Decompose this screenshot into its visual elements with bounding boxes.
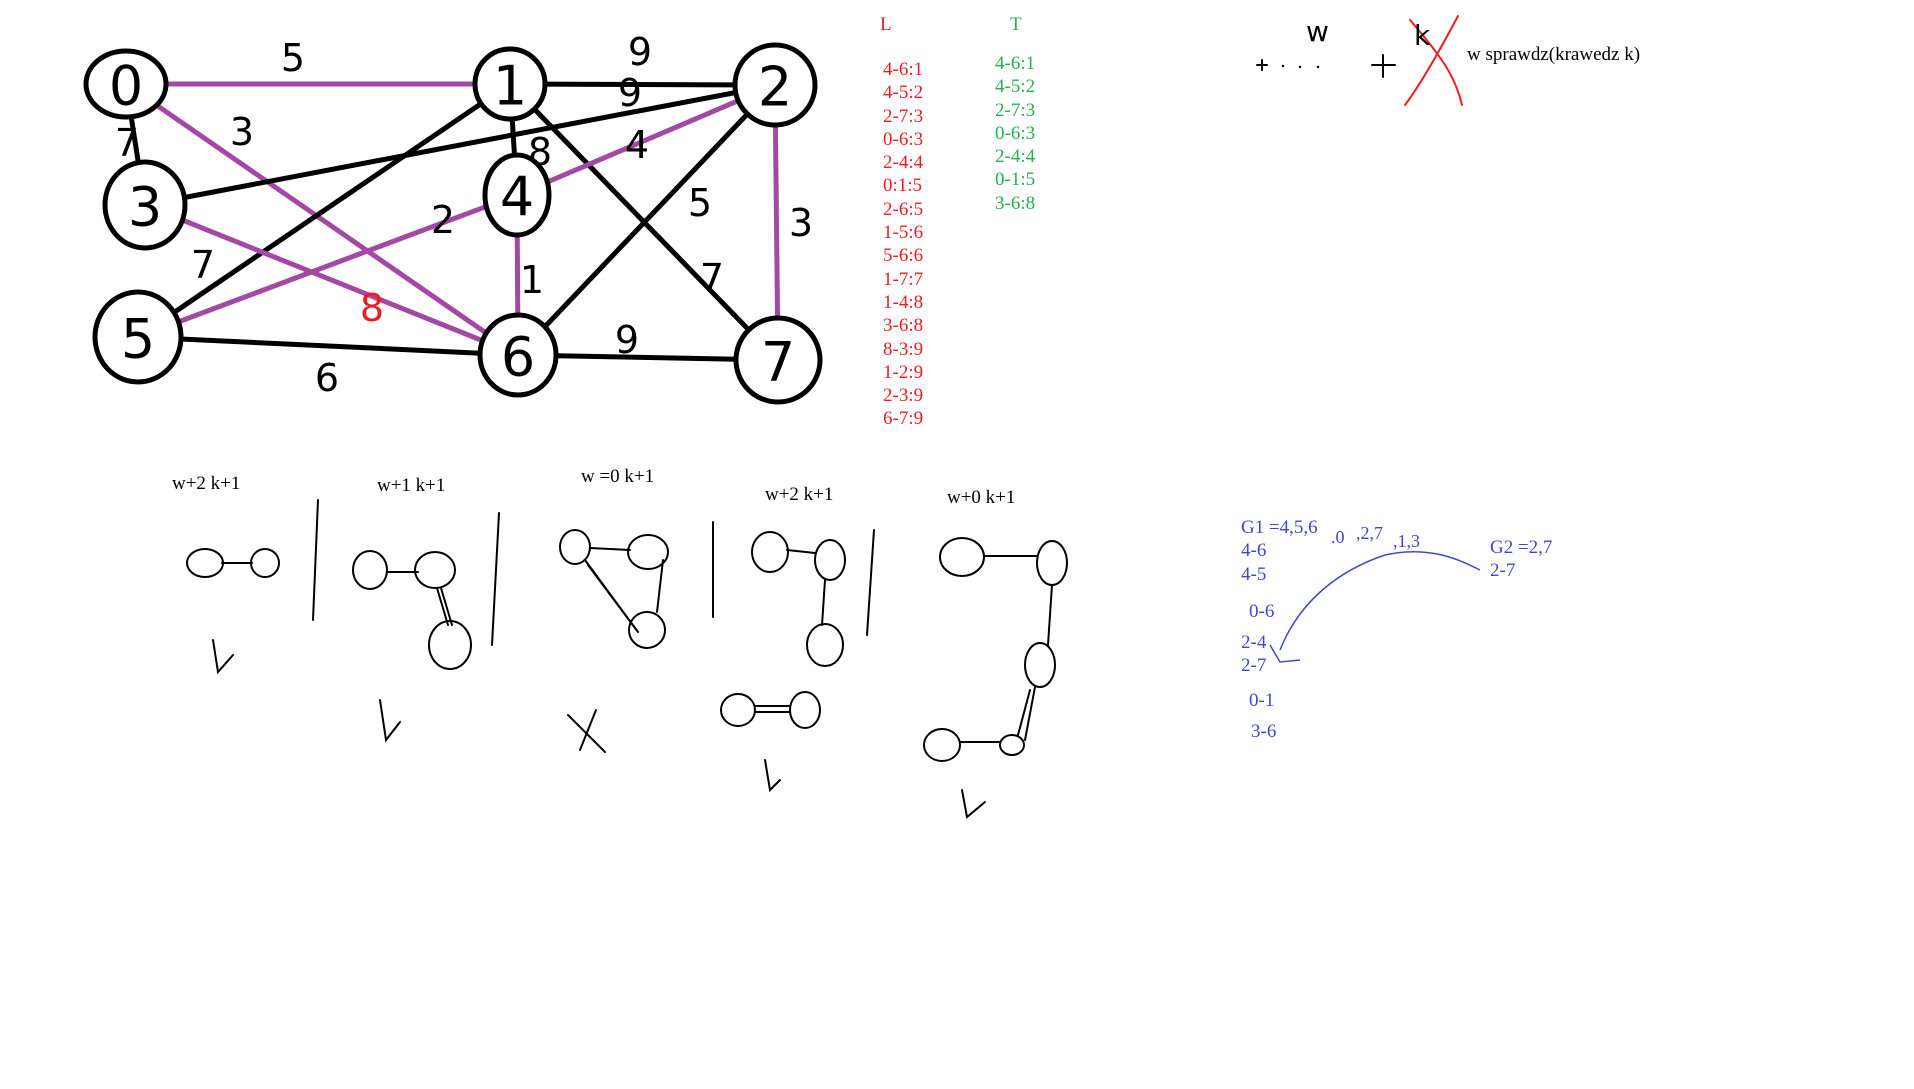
list-l-header: L: [880, 14, 892, 35]
list-t-item: 3-6:8: [995, 192, 1036, 214]
list-l-item: 5-6:6: [883, 245, 924, 267]
node-label-4: 4: [500, 166, 534, 229]
node-label-2: 2: [758, 56, 792, 119]
edge-3-6: [142, 202, 521, 358]
node-7: [733, 315, 823, 405]
node-label-7: 7: [761, 331, 795, 394]
edge-2-6: [515, 82, 778, 358]
g1-extra-a: .0: [1331, 527, 1345, 547]
edge-4-5: [135, 192, 520, 340]
list-l-item: 4-6:1: [883, 59, 924, 80]
node-label-3: 3: [128, 176, 162, 239]
list-l-item: 1-4:8: [883, 291, 924, 313]
edge-weight-0-3: 7: [115, 121, 139, 165]
g1-item: 2-7: [1241, 655, 1267, 676]
edge-1-5: [135, 81, 513, 340]
list-l-item: 0-6:3: [883, 128, 924, 150]
step-caption-1: w+2 k+1: [172, 473, 241, 494]
list-t-item: 0-1:5: [995, 169, 1036, 191]
g1-extra-b: ,2,7: [1356, 523, 1383, 543]
step-caption-2: w+1 k+1: [377, 475, 446, 496]
edge-weight-0-6: 3: [230, 110, 254, 154]
edge-weight-1-5: 7: [191, 243, 215, 287]
edge-weight-1-2: 9: [628, 30, 652, 74]
node-6: [477, 312, 559, 398]
list-l-item: 2-7:3: [883, 105, 924, 127]
edge-weight-2-7: 3: [789, 201, 813, 245]
node-4: [482, 152, 552, 238]
edge-2-4: [514, 82, 778, 198]
list-l-item: 1-7:7: [883, 268, 924, 290]
g2-header: G2 =2,7: [1490, 537, 1553, 558]
node-label-5: 5: [121, 308, 155, 371]
edge-5-6: [135, 334, 521, 358]
g1-item: 3-6: [1251, 721, 1277, 742]
edge-0-6: [123, 81, 521, 358]
list-t-item: 2-4:4: [995, 146, 1036, 168]
list-l-item: 6-7:9: [883, 408, 924, 430]
list-t-item: 2-7:3: [995, 99, 1036, 121]
list-l-item: 2-4:4: [883, 152, 924, 174]
g2-item: 2-7: [1490, 560, 1516, 581]
node-label-0: 0: [109, 55, 143, 118]
group-arrow: [1269, 551, 1481, 663]
formula-sketch: [1256, 15, 1463, 106]
edge-2-7: [772, 82, 781, 363]
step-caption-3: w =0 k+1: [581, 466, 655, 487]
g1-item: 0-1: [1249, 690, 1275, 711]
list-l-item: 3-6:8: [883, 315, 924, 337]
list-l-item: 1-2:9: [883, 361, 924, 383]
list-t-item: 0-6:3: [995, 122, 1036, 144]
edge-weight-4-6: 1: [520, 258, 544, 302]
list-l-item: 2-6:5: [883, 198, 924, 220]
edge-weight-4-5: 2: [431, 198, 455, 242]
list-t-header: T: [1010, 14, 1022, 35]
formula-text: w sprawdz(krawedz k): [1467, 44, 1641, 65]
list-t-item: 4-6:1: [995, 53, 1036, 74]
edge-weight-6-7: 9: [615, 318, 639, 362]
node-0: [83, 48, 169, 120]
edge-weight-1-7: 7: [700, 256, 724, 300]
list-l-item: 0:1:5: [883, 175, 923, 197]
step-sketches: [186, 499, 1068, 819]
node-3: [102, 159, 188, 251]
g1-item: 4-6: [1241, 540, 1267, 561]
formula-k: k: [1414, 19, 1431, 52]
g1-header: G1 =4,5,6: [1241, 517, 1318, 538]
step-caption-5: w+0 k+1: [947, 487, 1016, 508]
list-l-item: 4-5:2: [883, 82, 924, 104]
g1-item: 0-6: [1249, 601, 1275, 622]
edge-weight-2-6: 5: [688, 181, 712, 225]
node-label-6: 6: [501, 326, 535, 389]
edge-weight-2-3: 9: [618, 71, 642, 115]
edge-1-2: [507, 81, 778, 88]
edge-weight-2-4: 4: [625, 123, 649, 167]
g1-item: 2-4: [1241, 632, 1267, 653]
edge-2-3: [142, 82, 778, 208]
g1-extra-c: ,1,3: [1393, 531, 1420, 551]
edge-weight-3-6: 8: [360, 286, 384, 330]
step-caption-4: w+2 k+1: [765, 484, 834, 505]
node-2: [732, 42, 818, 128]
list-l-item: 1-5:6: [883, 222, 924, 244]
list-l-item: 2-3:9: [883, 385, 924, 407]
node-5: [92, 289, 184, 385]
edge-weight-0-1: 5: [281, 36, 305, 80]
node-1: [472, 46, 548, 122]
edge-weight-5-6: 6: [315, 356, 339, 400]
list-t-item: 4-5:2: [995, 76, 1036, 98]
g1-item: 4-5: [1241, 564, 1267, 585]
list-l-item: 8-3:9: [883, 338, 924, 360]
formula-w: w: [1306, 15, 1329, 48]
node-label-1: 1: [493, 55, 527, 118]
